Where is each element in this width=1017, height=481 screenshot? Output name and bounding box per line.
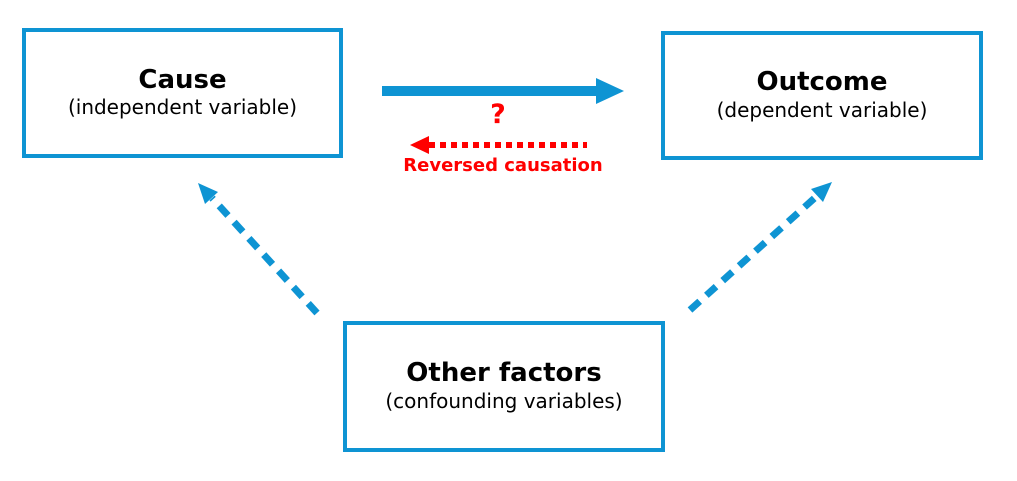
confounder-to-cause-arrowhead-icon (198, 183, 218, 204)
other-factors-title: Other factors (406, 358, 602, 389)
reversed-causation-arrowhead-icon (410, 136, 429, 154)
question-mark-label: ? (490, 99, 506, 130)
other-factors-subtitle: (confounding variables) (385, 388, 623, 413)
cause-subtitle: (independent variable) (67, 95, 298, 120)
cause-box: Cause (independent variable) (22, 28, 343, 158)
outcome-title: Outcome (756, 67, 888, 98)
outcome-box: Outcome (dependent variable) (661, 31, 983, 160)
outcome-subtitle: (dependent variable) (716, 97, 928, 122)
causation-arrowhead-icon (596, 78, 624, 104)
cause-title: Cause (138, 64, 227, 95)
confounder-to-cause-arrow-line (209, 195, 320, 316)
reversed-causation-label: Reversed causation (403, 155, 603, 176)
confounder-to-outcome-arrowhead-icon (811, 182, 832, 202)
other-factors-box: Other factors (confounding variables) (343, 321, 665, 452)
confounder-to-outcome-arrow-line (687, 192, 821, 313)
